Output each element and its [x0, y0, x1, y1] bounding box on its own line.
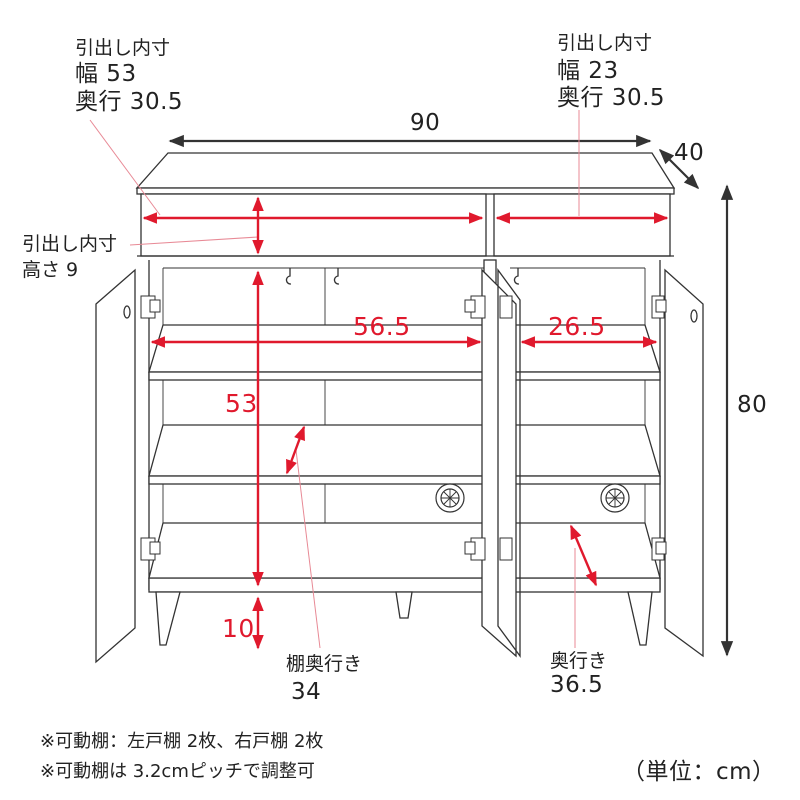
left-shelf-1 [148, 324, 485, 373]
legs [155, 591, 653, 646]
hook-1 [285, 268, 292, 285]
left-drawer-depth: 奥行 30.5 [75, 89, 184, 115]
right-inner-width-label: 26.5 [548, 312, 606, 341]
drawer-height-title: 引出し内寸 [22, 233, 118, 255]
plinth [148, 577, 661, 593]
inner-dimensions [142, 196, 669, 650]
right-depth-title: 奥行き [550, 650, 608, 672]
left-bottom [148, 522, 485, 579]
right-drawer-depth: 奥行 30.5 [557, 85, 666, 111]
overall-height-label: 80 [737, 392, 768, 418]
right-drawer [493, 193, 671, 257]
leg-right [627, 591, 653, 646]
shelf-depth-arrow [285, 425, 306, 475]
leader-lines [89, 110, 580, 649]
shelf-depth-value: 34 [291, 679, 322, 705]
center-right-door [497, 268, 521, 658]
left-drawer-width: 幅 53 [75, 61, 137, 87]
overall-dimensions [168, 134, 734, 657]
right-depth-value: 36.5 [550, 672, 604, 698]
top-front-edge [136, 187, 675, 195]
center-left-door [481, 268, 517, 658]
hook-3 [513, 268, 520, 285]
leg-height-label: 10 [222, 614, 255, 643]
right-drawer-title: 引出し内寸 [557, 32, 653, 54]
hinges [140, 295, 667, 561]
top-board [135, 152, 676, 189]
drawer-height-value: 高さ 9 [22, 259, 79, 281]
left-door [95, 268, 136, 664]
note-shelves-count: ※可動棚：左戸棚 2枚、右戸棚 2枚 [40, 731, 324, 752]
left-drawer [140, 193, 487, 257]
inner-height-label: 53 [225, 389, 258, 418]
shelf-depth-title: 棚奥行き [286, 653, 363, 675]
right-depth-arrow [569, 524, 598, 587]
right-drawer-width: 幅 23 [557, 58, 619, 84]
overall-width-label: 90 [410, 110, 441, 136]
overall-depth-label: 40 [674, 140, 705, 166]
leg-middle [395, 591, 413, 619]
hook-2 [333, 268, 340, 285]
depth-arrow [658, 148, 700, 190]
note-shelf-pitch: ※可動棚は 3.2cmピッチで調整可 [40, 761, 315, 782]
right-door [664, 268, 704, 658]
cable-hole-left [435, 483, 465, 513]
left-drawer-title: 引出し内寸 [75, 37, 171, 59]
leg-left [155, 591, 181, 646]
left-inner-width-label: 56.5 [353, 312, 411, 341]
cable-hole-right [600, 483, 630, 513]
unit-label: （単位：cm） [622, 759, 776, 785]
cabinet-body [135, 152, 676, 593]
left-shelf-2 [148, 424, 485, 477]
